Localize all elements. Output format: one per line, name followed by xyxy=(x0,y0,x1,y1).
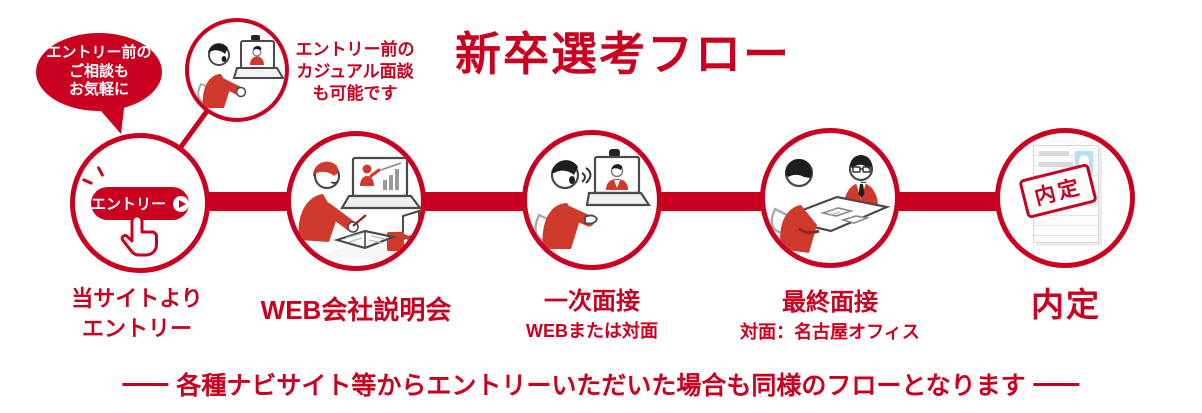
footer-rule-right xyxy=(1033,382,1080,386)
pre-entry-speech-bubble: エントリー前の ご相談も お気軽に xyxy=(36,33,162,111)
presenter-head xyxy=(362,164,372,174)
hand-cursor-icon xyxy=(120,214,158,257)
step-title-line: WEB会社説明会 xyxy=(260,295,452,325)
web-seminar-illustration xyxy=(298,156,421,266)
person-hair xyxy=(552,160,578,175)
emphasis-tick-icon xyxy=(81,177,94,186)
interviewer-hair xyxy=(850,155,872,169)
webcam-icon xyxy=(609,149,620,157)
document-on-table xyxy=(840,215,870,224)
presenter-arm xyxy=(369,168,381,178)
laptop-keyboard xyxy=(232,67,285,79)
remote-interviewer-shirt xyxy=(614,180,620,188)
step-title-line: 当サイトより xyxy=(71,286,203,311)
document-text-bar xyxy=(1039,162,1073,167)
footer-note: 各種ナビサイト等からエントリーいただいた場合も同様のフローとなります xyxy=(122,366,1080,402)
person-mouth xyxy=(221,56,227,62)
pen-icon xyxy=(352,214,367,227)
remote-person-jacket xyxy=(250,56,264,65)
person-hair xyxy=(208,43,228,54)
step-subtitle: WEBまたは対面 xyxy=(526,321,658,342)
caption-line-1: エントリー前の xyxy=(295,40,415,59)
entry-button-label: エントリー xyxy=(91,196,167,213)
mug-icon xyxy=(387,232,404,251)
footer-note-text: 各種ナビサイト等からエントリーいただいた場合も同様のフローとなります xyxy=(176,372,1026,400)
person-hand xyxy=(584,214,598,225)
step-label-offer: 内定 xyxy=(996,283,1136,328)
laptop-keyboard xyxy=(340,194,421,210)
first-interview-illustration xyxy=(534,149,652,249)
step-circle-offer: 内定 xyxy=(995,128,1135,268)
caption-line-3: も可能です xyxy=(312,84,398,104)
step-label-web-seminar: WEB会社説明会 xyxy=(256,293,456,328)
step-title-line: 最終面接 xyxy=(782,289,878,316)
person-body xyxy=(202,74,230,108)
casual-interview-circle xyxy=(185,18,289,122)
chart-bar xyxy=(383,180,387,190)
entry-button[interactable]: エントリー xyxy=(91,187,189,220)
footer-rule-left xyxy=(122,382,169,386)
interviewer-mouth xyxy=(860,181,867,184)
caption-line-2: カジュアル面談 xyxy=(296,62,414,82)
step-label-entry: 当サイトより エントリー xyxy=(57,284,217,343)
casual-interview-illustration xyxy=(197,35,285,109)
chart-bar xyxy=(395,169,399,190)
presenter-body xyxy=(360,176,374,186)
step-label-first-interview: 一次面接 WEBまたは対面 xyxy=(512,286,672,344)
page-title: 新卒選考フロー xyxy=(455,28,791,80)
person-hair xyxy=(313,161,338,177)
chart-line xyxy=(380,162,402,171)
webcam-icon xyxy=(251,35,260,41)
document-title-bar xyxy=(1039,151,1069,156)
bubble-line-2: ご相談も xyxy=(68,62,129,80)
tie-icon xyxy=(858,184,865,198)
step-circle-web-seminar xyxy=(286,131,426,271)
notebook-lines xyxy=(345,233,386,244)
step-title-line: 内定 xyxy=(1031,286,1101,323)
bubble-line-3: お気軽に xyxy=(68,81,129,99)
remote-person-hair xyxy=(253,46,262,51)
person-arm xyxy=(321,202,357,232)
person-mouth xyxy=(569,176,575,184)
bubble-line-1: エントリー前の xyxy=(46,43,152,61)
laptop-keyboard xyxy=(585,191,652,207)
document-lines xyxy=(827,208,841,216)
step-title-line: エントリー xyxy=(81,315,192,341)
step-title-line: 一次面接 xyxy=(544,288,640,315)
person-mouth xyxy=(330,181,338,184)
candidate-hair xyxy=(785,159,812,178)
person-arm xyxy=(216,77,244,96)
final-interview-illustration xyxy=(770,155,891,253)
remote-interviewer-hair xyxy=(611,164,623,170)
arrow-right-icon xyxy=(173,195,189,212)
step-circle-final-interview xyxy=(760,128,900,268)
casual-interview-caption: エントリー前の カジュアル面談 も可能です xyxy=(285,39,425,105)
step-circle-first-interview xyxy=(522,130,662,270)
emphasis-tick-icon xyxy=(96,165,105,178)
step-label-final-interview: 最終面接 対面：名古屋オフィス xyxy=(718,287,942,345)
speech-marks xyxy=(581,167,592,184)
step-circle-entry: エントリー xyxy=(70,133,210,273)
step-subtitle: 対面：名古屋オフィス xyxy=(740,322,920,343)
candidate-hands xyxy=(798,227,820,235)
chart-bar xyxy=(389,175,393,190)
candidate-body xyxy=(780,205,817,253)
person-hand xyxy=(235,86,247,98)
